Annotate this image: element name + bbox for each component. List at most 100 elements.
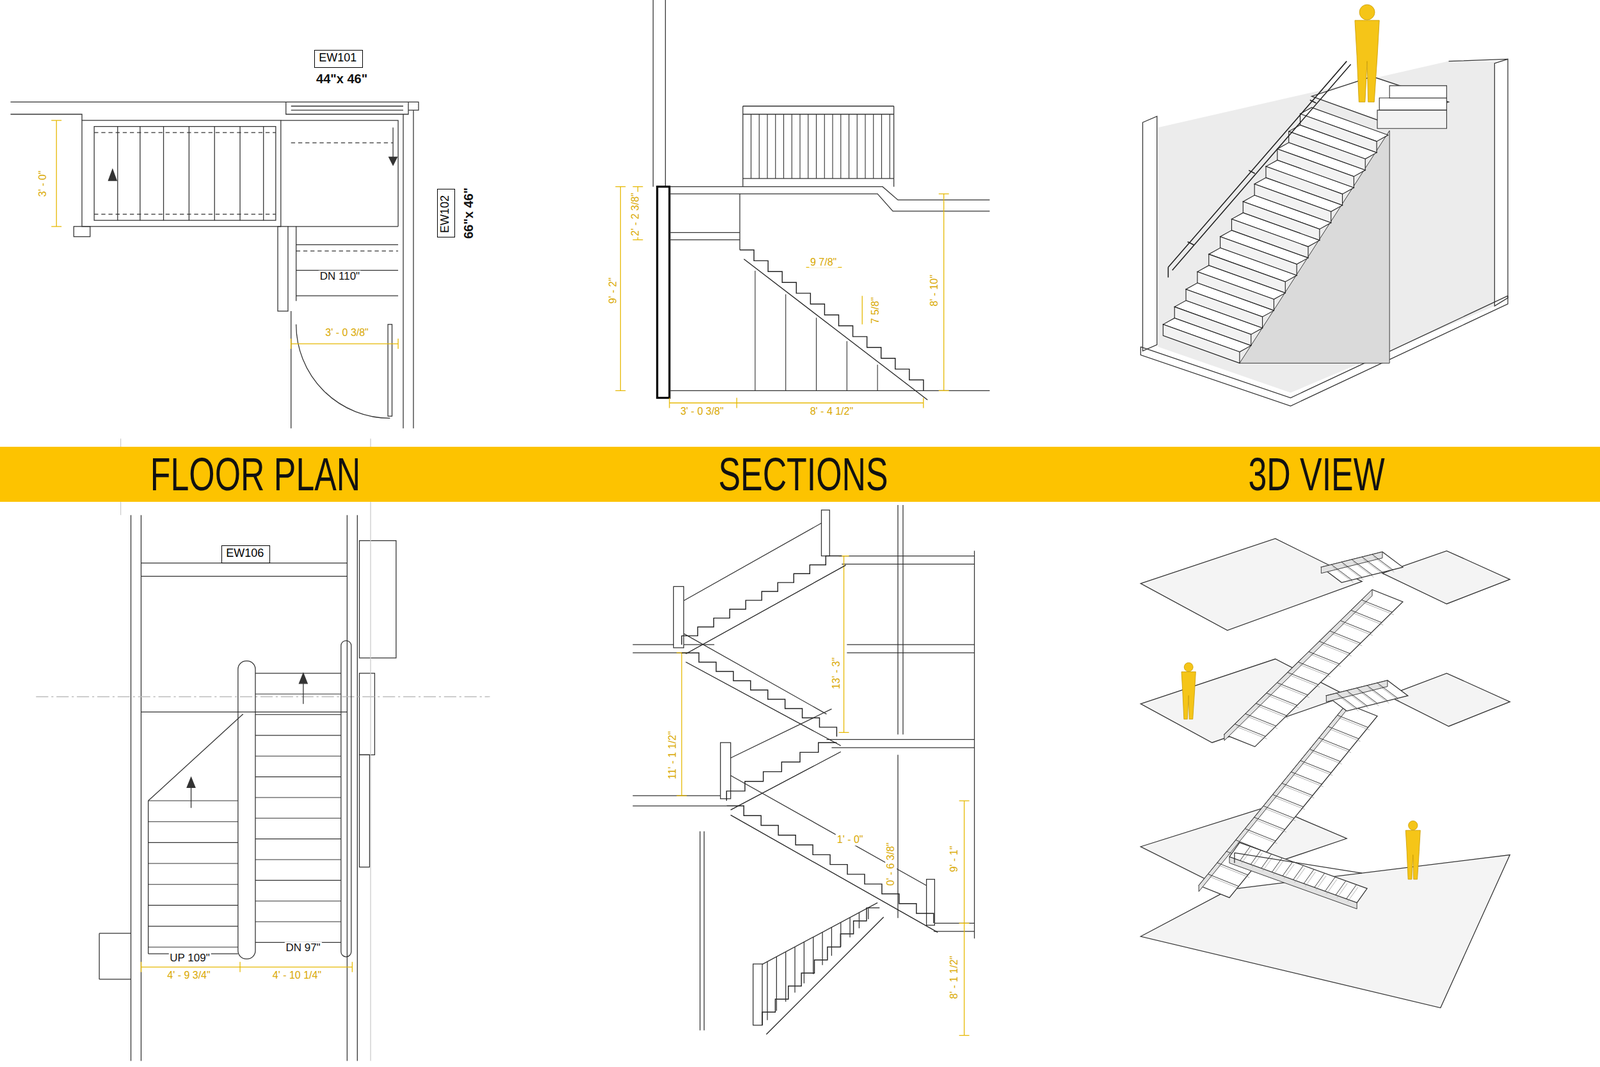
- stair-riser-3d: [1252, 852, 1263, 867]
- stair-stringer: [766, 917, 884, 1035]
- stair-riser-3d: [1347, 887, 1359, 902]
- stair-riser-3d: [1326, 879, 1337, 894]
- stair-tread: [255, 921, 342, 923]
- stair-tread: [148, 946, 239, 948]
- dimension-label: 7 5/8": [869, 295, 882, 325]
- stair-tread: [255, 734, 342, 736]
- baluster: [849, 917, 850, 937]
- stair-riser-3d: [1255, 819, 1287, 832]
- stair-riser-3d: [1358, 690, 1380, 706]
- stair-tread-3d: [1281, 783, 1313, 796]
- landing-step-3d: [1389, 85, 1447, 98]
- stair-tread: [255, 672, 342, 674]
- stair-riser-3d: [1338, 717, 1370, 730]
- stair-stringer: [730, 814, 939, 932]
- stair-profile: [726, 805, 934, 923]
- stair-riser-3d: [1283, 785, 1315, 799]
- window-tag: EW101: [314, 49, 363, 68]
- dimension-label: 13' - 3": [831, 656, 843, 691]
- stair-tread-3d: [1331, 564, 1352, 580]
- stair-tread: [255, 880, 342, 881]
- person-head: [1184, 662, 1193, 672]
- stair-riser-3d: [1333, 567, 1354, 583]
- dimension-label: 8' - 10": [929, 273, 941, 309]
- stair-tread-3d: [1367, 685, 1388, 701]
- stair-riser-3d: [1301, 762, 1333, 776]
- stair-riser-3d: [1310, 654, 1341, 667]
- stair-riser-3d: [1292, 774, 1324, 787]
- stair-tread: [148, 821, 239, 822]
- baluster: [840, 113, 841, 178]
- person-head: [1408, 820, 1418, 830]
- stair-tread-3d: [1245, 713, 1277, 726]
- dimension-label: 4' - 10 1/4": [271, 969, 323, 982]
- stair-tread: [148, 904, 239, 906]
- stair-riser-3d: [1265, 808, 1296, 821]
- handrail-3d: [1234, 852, 1362, 873]
- stair-stringer: [686, 661, 841, 746]
- top-section: [615, 0, 991, 408]
- tag-text: EW106: [225, 547, 266, 560]
- dimension-label: 3' - 0": [37, 169, 49, 199]
- stair-tread-3d: [1356, 688, 1378, 704]
- stair-tread: [255, 714, 342, 715]
- stair-tread-3d: [1337, 714, 1369, 728]
- stair-profile: [762, 907, 880, 1025]
- stair-riser-3d: [1273, 860, 1284, 875]
- stair-riser-3d: [1278, 685, 1310, 698]
- view-title: FLOOR PLAN: [149, 451, 360, 498]
- right-wall-3d: [1494, 58, 1508, 306]
- stair-riser-3d: [1368, 688, 1389, 704]
- dimension-label: 2' - 2 3/8": [630, 191, 642, 237]
- wall-stud: [785, 294, 786, 392]
- left-wall-3d: [1142, 116, 1157, 352]
- stair-riser-3d: [1246, 831, 1278, 844]
- baluster: [775, 113, 776, 178]
- view-title: SECTIONS: [718, 451, 888, 498]
- note-label: DN 97": [284, 942, 322, 955]
- note-label: DN 110": [318, 270, 361, 283]
- stair-tread-3d: [1341, 561, 1362, 578]
- stair-tread-3d: [1255, 703, 1287, 716]
- wall-stud: [846, 341, 848, 391]
- stair-tread-3d: [1328, 726, 1359, 739]
- floor-edge-3d: [1140, 58, 1508, 406]
- baluster: [750, 113, 752, 178]
- person-body: [1405, 830, 1421, 879]
- baluster: [799, 113, 800, 178]
- stair-riser-3d: [1352, 612, 1384, 625]
- stair-flight-3d: [1198, 704, 1378, 898]
- stair-tread: [148, 926, 239, 927]
- person-figure: [1405, 820, 1421, 879]
- baluster: [867, 907, 869, 920]
- stair-riser-3d: [1246, 716, 1278, 729]
- baluster: [783, 113, 784, 178]
- stair-profile: [726, 742, 837, 801]
- note-label: 66"x 46": [461, 186, 476, 240]
- stair-tread-3d: [1277, 682, 1309, 696]
- note-label: 44"x 46": [314, 71, 369, 86]
- stair-flight-3d: [1224, 589, 1403, 747]
- stair-riser-3d: [1363, 602, 1394, 615]
- dimension-label: 3' - 0 3/8": [679, 405, 725, 418]
- stair-riser-3d: [1299, 664, 1331, 677]
- stair-tread: [255, 838, 342, 840]
- baluster: [812, 936, 814, 975]
- title-band: FLOOR PLANSECTIONS3D VIEW: [0, 446, 1600, 502]
- baluster: [831, 927, 832, 957]
- stair-riser-3d: [1305, 871, 1316, 886]
- baluster: [816, 113, 817, 178]
- stair-riser-3d: [1288, 674, 1320, 687]
- baluster: [766, 961, 768, 1020]
- stair-tread-3d: [1254, 817, 1286, 830]
- stair-riser-3d: [1274, 796, 1305, 809]
- stair-tread-3d: [1266, 693, 1298, 706]
- baluster: [889, 113, 891, 178]
- bottom-3d-plates: [1140, 538, 1510, 1008]
- handrail-3d: [1168, 61, 1351, 278]
- stair-tread-3d: [1308, 651, 1340, 664]
- baluster: [759, 113, 760, 178]
- dimension-label: 1' - 0": [835, 833, 865, 846]
- baluster: [840, 922, 841, 947]
- stair-tread-3d: [1244, 828, 1276, 841]
